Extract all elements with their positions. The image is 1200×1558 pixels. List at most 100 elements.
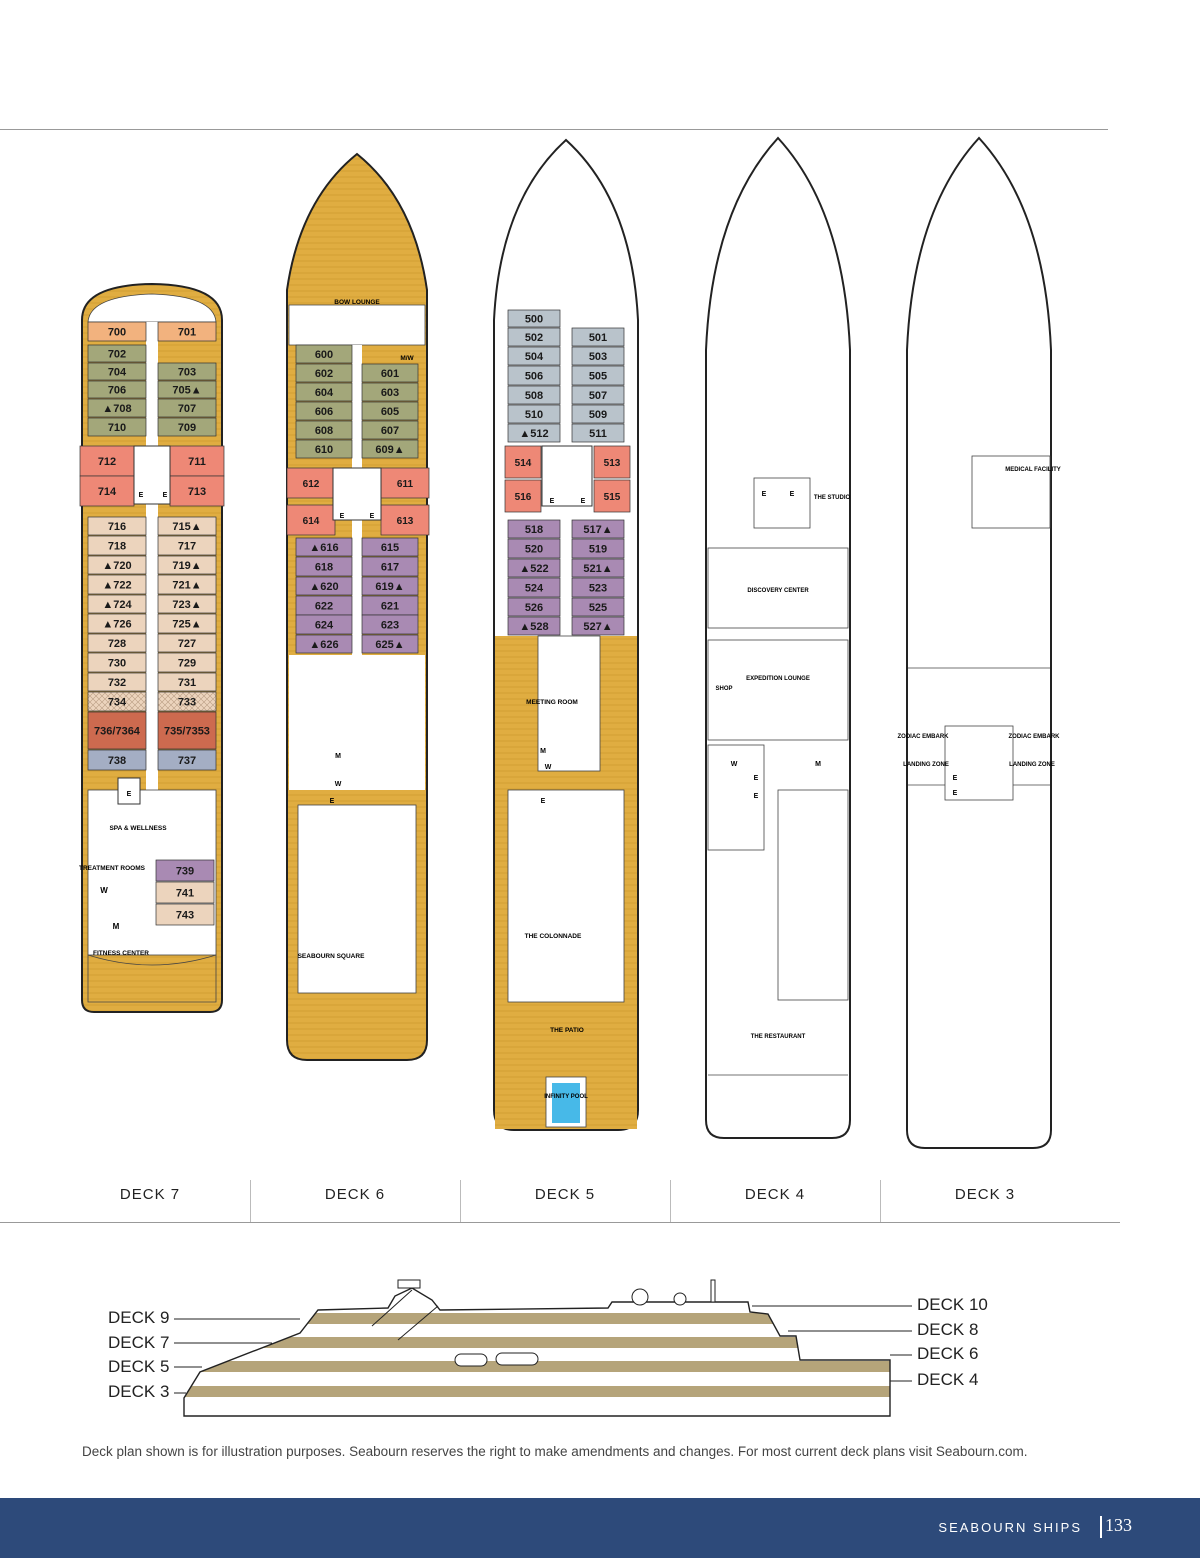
deck-label-separator bbox=[460, 1180, 461, 1222]
deck5-mid-area bbox=[537, 635, 601, 772]
profile-radar-dome bbox=[631, 1288, 649, 1306]
deck7-room: 736/7364 bbox=[94, 726, 141, 738]
deck6-room: 622 bbox=[315, 601, 333, 613]
deck7-room: 718 bbox=[108, 541, 126, 553]
deck7-room-box bbox=[157, 516, 217, 536]
deck6-room: 621 bbox=[381, 601, 399, 613]
deck-label-7: DECK 7 bbox=[119, 1186, 181, 1203]
deck5-elevator-aft: E bbox=[541, 798, 546, 805]
profile-label-deck8: DECK 8 bbox=[917, 1320, 979, 1339]
deck7-room: 733 bbox=[178, 697, 196, 709]
deck5-room: 503 bbox=[589, 351, 607, 363]
deck6-room: 606 bbox=[315, 406, 333, 418]
deck5-meeting-label: MEETING ROOM bbox=[526, 699, 578, 706]
deck5-room: 513 bbox=[604, 458, 621, 469]
deck7-room-box bbox=[157, 321, 217, 342]
deck7-room-box bbox=[157, 362, 217, 381]
deck-label-separator bbox=[880, 1180, 881, 1222]
deck7-room-box bbox=[87, 652, 147, 673]
deck7-aft-deck bbox=[87, 954, 217, 1003]
deck3-landing-left: LANDING ZONE bbox=[903, 762, 949, 768]
deck5-room: 500 bbox=[525, 314, 543, 326]
deck5-room-box bbox=[571, 346, 625, 366]
deck6-room: 604 bbox=[315, 387, 334, 399]
deck7-room-box bbox=[87, 555, 147, 575]
deck5-room-box bbox=[571, 538, 625, 559]
deck4-expedition-label: EXPEDITION LOUNGE bbox=[746, 676, 810, 682]
deck5-elevator: E bbox=[550, 498, 555, 505]
footer-bar: SEABOURN SHIPS 133 bbox=[0, 1498, 1200, 1558]
deck7-room: 701 bbox=[178, 327, 196, 339]
deck7-elevator-aft: E bbox=[127, 791, 132, 798]
deck7-room: 713 bbox=[188, 486, 206, 498]
deck6-plan: BOW LOUNGE M/W 600602604606608610612614▲… bbox=[286, 152, 430, 1061]
deck5-room-box bbox=[504, 479, 542, 513]
deck7-room-box bbox=[87, 613, 147, 634]
deck7-room-box bbox=[79, 445, 135, 477]
deck5-room-box bbox=[507, 538, 561, 559]
deck5-room: 516 bbox=[515, 492, 532, 503]
deck7-room: 710 bbox=[108, 422, 126, 434]
deck3-medical-label: MEDICAL FACILITY bbox=[1005, 467, 1061, 473]
deck6-room: 623 bbox=[381, 620, 399, 632]
deck5-room: 524 bbox=[525, 583, 544, 595]
deck6-room: 612 bbox=[303, 479, 320, 490]
deck7-room-box bbox=[169, 475, 225, 507]
profile-tender bbox=[454, 1353, 488, 1367]
footer-divider bbox=[1100, 1516, 1102, 1538]
deck4-w: W bbox=[731, 761, 738, 768]
deck6-room-box bbox=[380, 467, 430, 499]
deck6-room-box bbox=[295, 401, 353, 421]
deck5-room: 515 bbox=[604, 492, 621, 503]
deck5-room-box bbox=[593, 479, 631, 513]
deck7-room-box bbox=[157, 749, 217, 771]
profile-bridge-line bbox=[371, 1289, 413, 1327]
deck6-room: 624 bbox=[315, 620, 334, 632]
deck7-spa-label: SPA & WELLNESS bbox=[109, 825, 167, 832]
profile-label-deck9: DECK 9 bbox=[108, 1308, 170, 1327]
deck6-room: 600 bbox=[315, 349, 333, 361]
deck5-room-box bbox=[571, 597, 625, 617]
deck7-room-box bbox=[87, 380, 147, 399]
deck7-room-box bbox=[87, 574, 147, 595]
deck-label-5: DECK 5 bbox=[534, 1186, 596, 1203]
deck4-lounge-block bbox=[707, 639, 849, 741]
deck7-room-box bbox=[87, 633, 147, 653]
deck5-room: 523 bbox=[589, 583, 607, 595]
profile-stripe bbox=[184, 1337, 890, 1348]
deck7-room: 712 bbox=[98, 456, 116, 468]
deck5-colonnade-area bbox=[507, 789, 625, 1003]
deck7-room: 719▲ bbox=[172, 560, 201, 572]
deck7-corridor bbox=[146, 322, 158, 792]
deck6-room-box bbox=[361, 556, 419, 577]
deck6-room-box bbox=[361, 382, 419, 402]
deck6-room: ▲626 bbox=[309, 639, 338, 651]
deck6-room-box bbox=[361, 537, 419, 557]
deck7-room-box bbox=[87, 594, 147, 614]
deck6-bow-label: BOW LOUNGE bbox=[334, 299, 380, 306]
deck5-room: 518 bbox=[525, 524, 543, 536]
deck4-studio-label: THE STUDIO bbox=[814, 495, 851, 501]
deck4-elevator-aft: E bbox=[754, 775, 759, 782]
deck5-room: 521▲ bbox=[583, 563, 612, 575]
deck4-m: M bbox=[815, 761, 821, 768]
deck-label-separator bbox=[670, 1180, 671, 1222]
deck7-room: 700 bbox=[108, 327, 126, 339]
deck6-room-box bbox=[361, 401, 419, 421]
deck6-room-box bbox=[361, 576, 419, 596]
deck7-room-box bbox=[157, 613, 217, 634]
deck6-room-box bbox=[295, 382, 353, 402]
deck-label-4: DECK 4 bbox=[744, 1186, 806, 1203]
deck7-room-box bbox=[155, 881, 215, 904]
deck5-room: 501 bbox=[589, 332, 607, 344]
deck4-elevator-aft: E bbox=[754, 793, 759, 800]
deck6-room-box bbox=[295, 614, 353, 635]
deck6-room-box bbox=[295, 420, 353, 440]
deck7-room-box bbox=[87, 691, 147, 712]
deck6-room: 619▲ bbox=[375, 581, 404, 593]
deck4-studio-block bbox=[753, 477, 811, 529]
deck5-room-box bbox=[507, 423, 561, 443]
deck5-room-box bbox=[507, 346, 561, 366]
deck6-room: 602 bbox=[315, 368, 333, 380]
deck6-room: 603 bbox=[381, 387, 399, 399]
